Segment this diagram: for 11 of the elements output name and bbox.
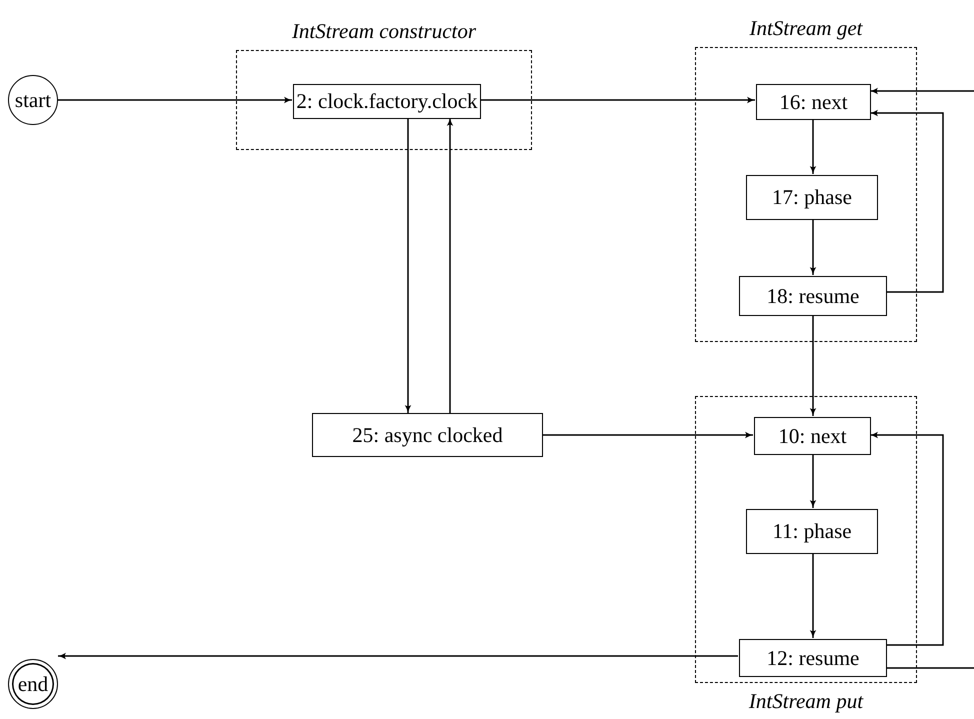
process-box: 16: next bbox=[756, 84, 871, 120]
process-box: 11: phase bbox=[746, 509, 878, 554]
process-box: 18: resume bbox=[739, 276, 887, 316]
process-box: 10: next bbox=[754, 417, 871, 455]
process-box: 2: clock.factory.clock bbox=[293, 84, 481, 119]
group-title: IntStream get bbox=[750, 18, 862, 39]
group-title: IntStream put bbox=[748, 691, 864, 712]
process-box: 17: phase bbox=[746, 175, 878, 220]
process-box: 25: async clocked bbox=[312, 413, 543, 457]
group-title: IntStream constructor bbox=[292, 21, 476, 42]
process-box: 12: resume bbox=[739, 639, 887, 677]
